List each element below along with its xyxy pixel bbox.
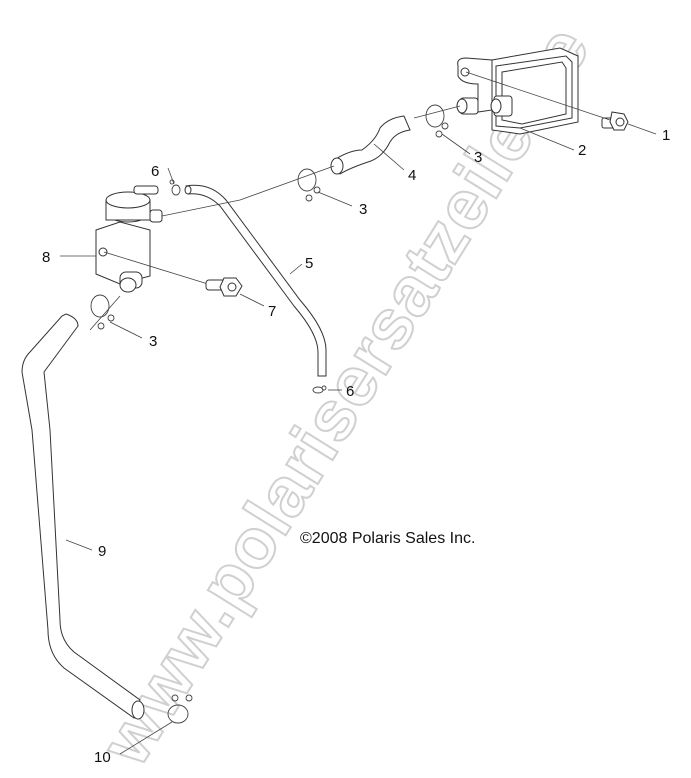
clamp-10-part xyxy=(167,694,193,724)
bolt-7-part xyxy=(205,277,243,297)
callout-6b: 6 xyxy=(346,383,354,400)
hose-9-part xyxy=(21,313,145,720)
callout-4: 4 xyxy=(408,167,416,184)
bolt-1-part xyxy=(601,111,629,131)
clamp-3b-part xyxy=(297,168,321,202)
clip-6a-part xyxy=(169,179,181,196)
callout-1: 1 xyxy=(662,127,670,144)
callout-5: 5 xyxy=(305,255,313,272)
valve-8-part xyxy=(95,185,163,293)
callout-10: 10 xyxy=(94,749,111,766)
clamp-3a-part xyxy=(425,104,449,138)
callout-7: 7 xyxy=(268,303,276,320)
callout-3b: 3 xyxy=(359,201,367,218)
clip-6b-part xyxy=(312,385,327,394)
callout-8: 8 xyxy=(42,249,50,266)
callout-3c: 3 xyxy=(149,333,157,350)
hose-4-part xyxy=(330,115,411,175)
callout-3a: 3 xyxy=(474,149,482,166)
copyright-notice: ©2008 Polaris Sales Inc. xyxy=(300,530,476,547)
callout-9: 9 xyxy=(98,543,106,560)
clamp-3c-part xyxy=(90,294,115,330)
callout-6a: 6 xyxy=(151,163,159,180)
hose-5-part xyxy=(184,184,327,377)
canister-part xyxy=(456,47,579,135)
callout-2: 2 xyxy=(578,142,586,159)
